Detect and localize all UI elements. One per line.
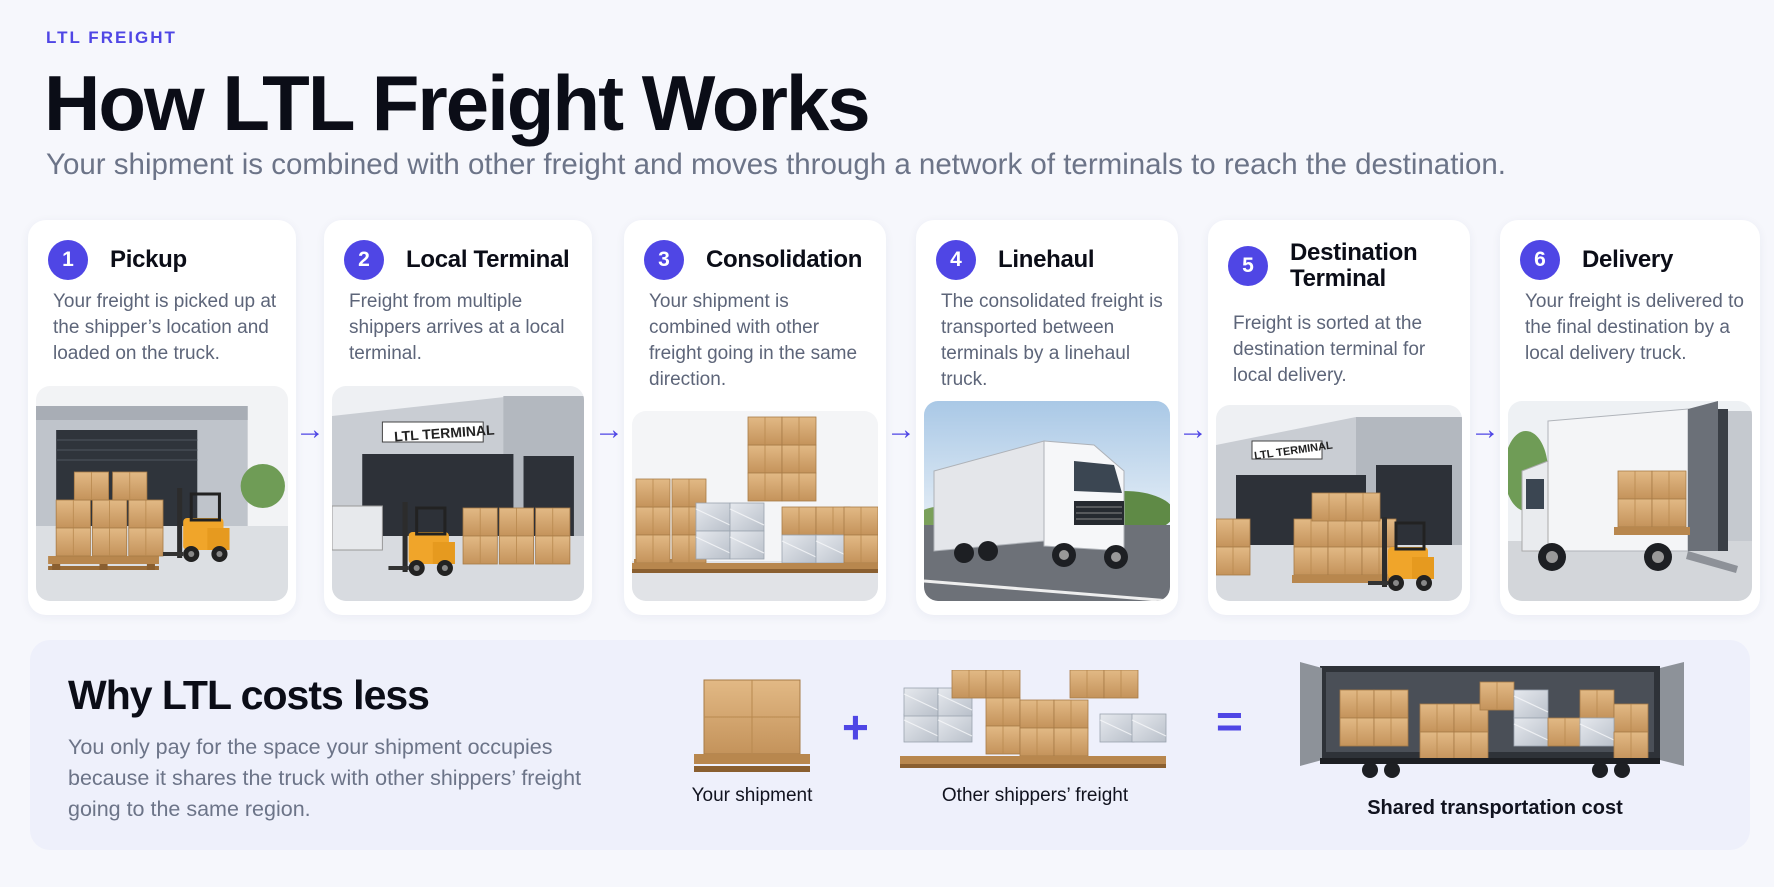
step-number-badge: 3 (644, 240, 684, 280)
step-card-consolidation: 3 Consolidation Your shipment is combine… (624, 220, 886, 615)
step-title: Destination Terminal (1290, 239, 1418, 293)
shared-truck-illustration (1300, 660, 1690, 780)
step-title: Linehaul (998, 245, 1095, 273)
your-shipment-illustration (690, 676, 814, 776)
step-number-badge: 5 (1228, 246, 1268, 287)
step-description: Your shipment is combined with other fre… (649, 291, 858, 390)
step-title: Local Terminal (406, 245, 570, 273)
arrow-right-icon: → (886, 413, 916, 446)
step-description: Your freight is picked up at the shipper… (53, 291, 277, 364)
step-description: The consolidated freight is transported … (941, 291, 1163, 390)
step-description: Your freight is delivered to the final d… (1525, 291, 1744, 364)
equals-icon: = (1216, 695, 1243, 747)
step-description: Freight is sorted at the destination ter… (1233, 313, 1426, 386)
eyebrow-label: LTL FREIGHT (46, 28, 177, 47)
step-title: Pickup (110, 245, 187, 273)
page-subtitle: Your shipment is combined with other fre… (46, 148, 1506, 181)
step-title: Consolidation (706, 245, 863, 273)
warehouse-dock-image (36, 386, 288, 601)
why-title: Why LTL costs less (68, 672, 430, 718)
step-number-badge: 1 (48, 240, 88, 280)
terminal-building-image: LTL TERMINAL (1216, 405, 1462, 601)
steps-row: 1 Pickup Your freight is picked up at th… (28, 220, 1760, 615)
step-card-destination-terminal: 5 Destination Terminal Freight is sorted… (1208, 220, 1470, 615)
step-card-pickup: 1 Pickup Your freight is picked up at th… (28, 220, 296, 615)
terminal-building-image: LTL TERMINAL (332, 386, 584, 601)
shared-cost-caption: Shared transportation cost (1367, 797, 1623, 819)
other-freight-illustration (900, 670, 1170, 770)
step-card-local-terminal: 2 Local Terminal Freight from multiple s… (324, 220, 592, 615)
semi-truck-image (924, 401, 1170, 601)
why-description: You only pay for the space your shipment… (68, 735, 582, 821)
arrow-right-icon: → (1470, 413, 1500, 446)
arrow-right-icon: → (295, 413, 325, 446)
why-ltl-panel: Why LTL costs less You only pay for the … (30, 640, 1750, 850)
arrow-right-icon: → (1178, 413, 1208, 446)
step-title: Delivery (1582, 245, 1673, 273)
box-truck-image (1508, 401, 1752, 601)
arrow-right-icon: → (594, 413, 624, 446)
your-shipment-caption: Your shipment (691, 785, 813, 806)
other-freight-caption: Other shippers’ freight (941, 785, 1129, 806)
step-number-badge: 6 (1520, 240, 1560, 280)
stacked-pallets-image (632, 411, 878, 601)
step-number-badge: 2 (344, 240, 384, 280)
step-number-badge: 4 (936, 240, 976, 280)
step-card-linehaul: 4 Linehaul The consolidated freight is t… (916, 220, 1178, 615)
plus-icon: + (842, 701, 869, 753)
step-description: Freight from multiple shippers arrives a… (349, 291, 565, 364)
page-title: How LTL Freight Works (44, 59, 871, 147)
step-card-delivery: 6 Delivery Your freight is delivered to … (1500, 220, 1760, 615)
